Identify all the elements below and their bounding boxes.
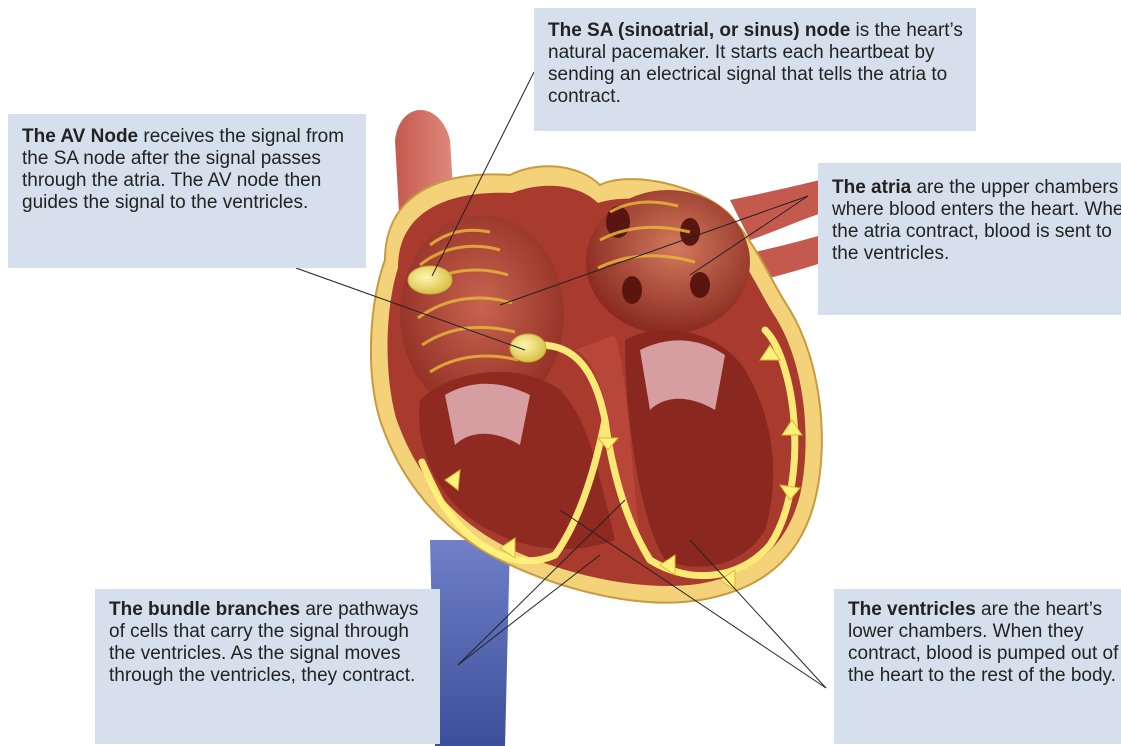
- callout-bundle-branches: The bundle branches are pathways of cell…: [95, 589, 440, 744]
- callout-av-node: The AV Node receives the signal from the…: [8, 114, 366, 268]
- callout-av-node-lead: The AV Node: [22, 126, 138, 147]
- av-node: [510, 334, 546, 362]
- callout-atria: The atria are the upper chambers where b…: [818, 163, 1121, 315]
- callout-sa-node: The SA (sinoatrial, or sinus) node is th…: [534, 8, 976, 131]
- vein-opening-3: [622, 276, 642, 304]
- callout-ventricles-lead: The ventricles: [848, 599, 976, 620]
- callout-bundle-branches-lead: The bundle branches: [109, 599, 300, 620]
- callout-sa-node-lead: The SA (sinoatrial, or sinus) node: [548, 20, 850, 41]
- inferior-vena-cava: [430, 540, 510, 746]
- callout-ventricles: The ventricles are the heart’s lower cha…: [834, 589, 1121, 744]
- callout-atria-lead: The atria: [832, 177, 911, 198]
- sa-node: [408, 266, 452, 294]
- vein-opening-4: [690, 272, 710, 298]
